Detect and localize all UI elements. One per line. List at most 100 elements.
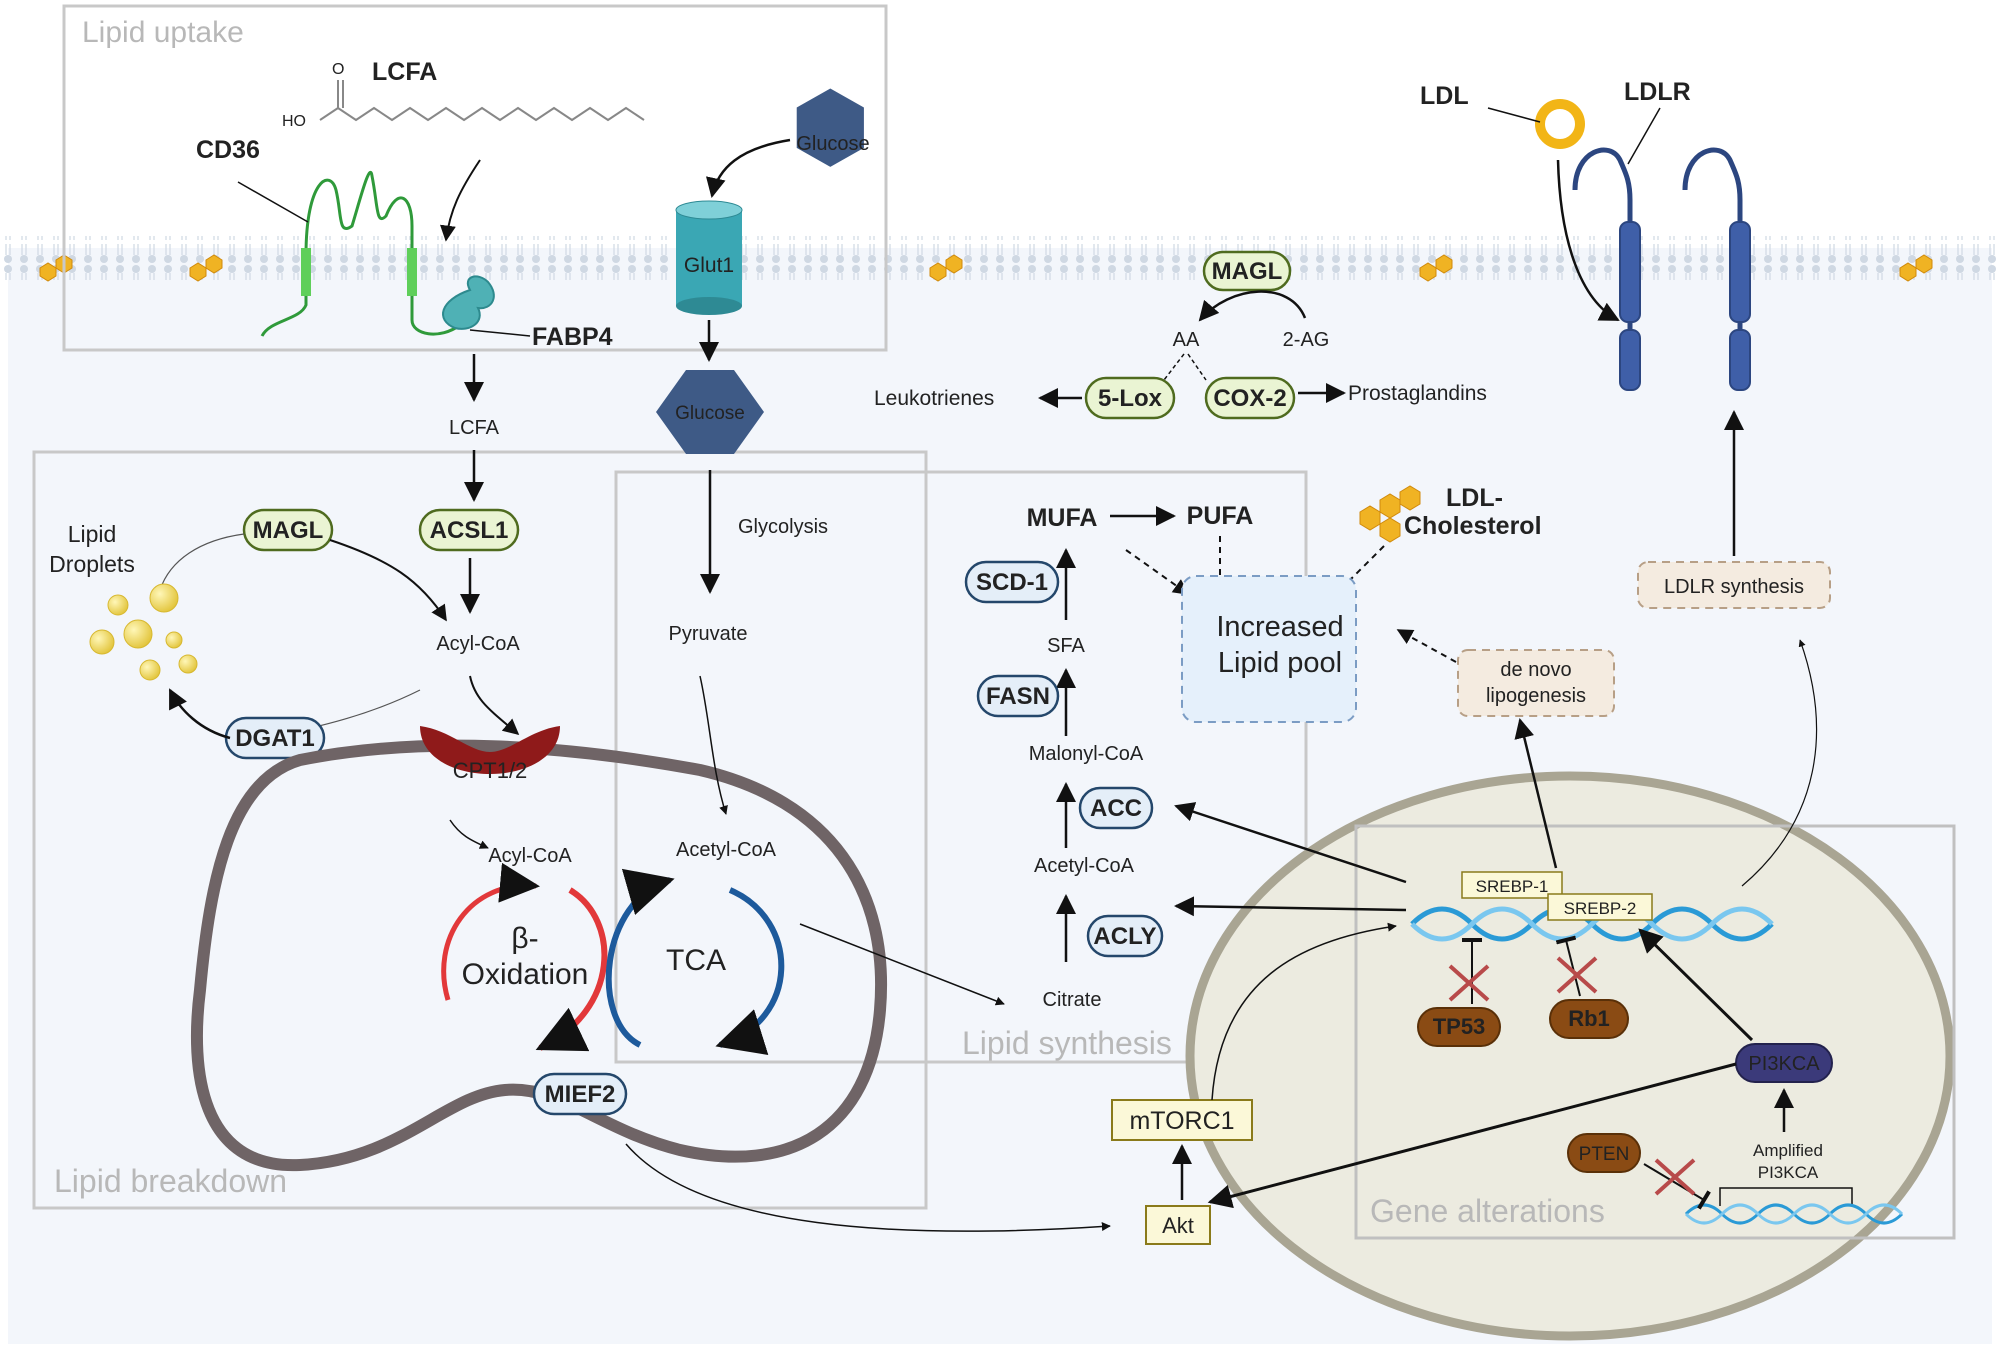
dgat1-to-droplets-arrow: [168, 688, 231, 740]
denovo-to-pool-dash: [1396, 629, 1457, 663]
region-lipid-breakdown: [32, 450, 928, 1210]
cpt12-label: CPT1/2: [453, 758, 528, 783]
cox2-label: COX-2: [1213, 385, 1286, 412]
region-lipid-synthesis: [614, 470, 1308, 1064]
de-novo-lipogenesis-box: [1457, 649, 1615, 717]
ldlr-synthesis-label: LDLR synthesis: [1664, 576, 1804, 598]
lcfa-molecule-icon: [319, 80, 645, 122]
2ag-label: 2-AG: [1283, 329, 1330, 351]
cd36-pointer: [237, 181, 309, 223]
acylcoa-into-cpt-arrow: [469, 675, 520, 736]
ldl-uptake-arrow: [1556, 159, 1620, 322]
akt-label: Akt: [1162, 1213, 1194, 1238]
pi3kca-gene-bracket: [1719, 1187, 1853, 1206]
srebp2-factor: [1547, 893, 1653, 921]
mufa-label: MUFA: [1027, 504, 1098, 532]
ldl-cholesterol-icon: [1359, 485, 1421, 543]
lcfa-entry-arrow: [439, 159, 481, 242]
rb1-gene: [1549, 999, 1629, 1039]
ldl-label: LDL: [1420, 82, 1469, 110]
region-label-genes: Gene alterations: [1370, 1193, 1605, 1229]
scd1-label: SCD-1: [976, 569, 1048, 596]
pyruvate-label: Pyruvate: [669, 623, 748, 645]
magl-breakdown-label: MAGL: [253, 517, 324, 544]
acly-label: ACLY: [1093, 923, 1156, 950]
glut1-top: [675, 200, 743, 220]
de-novo-label-2: lipogenesis: [1486, 685, 1586, 707]
amplified-label-2: PI3KCA: [1758, 1163, 1819, 1182]
akt-kinase: [1145, 1205, 1211, 1245]
cd36-label: CD36: [196, 136, 260, 164]
tca-arrow-2: [715, 887, 785, 1055]
aa-to-5lox-dash: [1163, 353, 1185, 381]
molecule-o-label: O: [332, 61, 344, 78]
srebp-to-denovo-arrow: [1514, 718, 1558, 869]
rb1-label: Rb1: [1568, 1006, 1610, 1031]
glucose-outside-label: Glucose: [796, 133, 869, 155]
magl-eicosanoid-enzyme: [1202, 250, 1292, 292]
rb1-inhibition: [1555, 935, 1581, 997]
acc-enzyme: [1078, 786, 1154, 830]
scd1-enzyme: [964, 560, 1060, 604]
tp53-label: TP53: [1433, 1014, 1486, 1039]
citrate-label: Citrate: [1043, 989, 1102, 1011]
region-label-uptake: Lipid uptake: [82, 16, 244, 49]
pi3kca-to-akt-arrow: [1207, 1062, 1737, 1209]
mief2-label: MIEF2: [545, 1081, 616, 1108]
beta-oxidation-label-1: β-: [511, 922, 538, 955]
molecule-ho-label: HO: [282, 113, 306, 130]
ldlr-receptor-1: [1572, 147, 1641, 391]
ldlr-label: LDLR: [1624, 78, 1691, 106]
pten-gene: [1567, 1133, 1641, 1173]
lipid-droplets-icon: [89, 583, 198, 681]
pyruvate-to-acetyl-arrow: [699, 675, 728, 815]
ldl-pointer: [1487, 107, 1541, 123]
magl-eicosanoid-label: MAGL: [1212, 258, 1283, 285]
beta-oxidation-arrow-2: [535, 887, 608, 1052]
5lox-enzyme: [1084, 376, 1176, 420]
region-label-synthesis: Lipid synthesis: [962, 1025, 1172, 1061]
fabp4-label: FABP4: [532, 323, 613, 351]
cell-membrane: [0, 236, 2000, 280]
srebp1-factor: [1461, 871, 1563, 899]
glut1-label: Glut1: [684, 254, 734, 277]
pten-inactivation-x-icon: [1654, 1158, 1696, 1196]
glut1-bottom: [676, 297, 742, 315]
region-gene-alterations: [1354, 824, 1956, 1240]
acsl1-enzyme: [418, 508, 520, 552]
ldl-cholesterol-label-2: Cholesterol: [1404, 512, 1542, 540]
pi3kca-to-srebp2-arrow: [1638, 928, 1754, 1042]
fasn-label: FASN: [986, 683, 1050, 710]
pi3kca-protein: [1735, 1043, 1833, 1083]
acyl-coa-label: Acyl-CoA: [436, 633, 520, 655]
membrane-cholesterol: [39, 254, 1933, 282]
glucose-inside-label: Glucose: [675, 403, 745, 424]
fabp4-protein-icon: [442, 275, 495, 330]
beta-oxidation-label-2: Oxidation: [462, 958, 589, 991]
acyl-coa-mito-label: Acyl-CoA: [488, 845, 572, 867]
pten-label: PTEN: [1579, 1144, 1630, 1165]
ldlr-pointer: [1627, 107, 1661, 165]
mufa-to-pool-dash: [1125, 549, 1190, 595]
tca-arrow-1: [605, 868, 675, 1048]
srebp-to-acly-arrow: [1174, 896, 1407, 917]
srebp2-label: SREBP-2: [1564, 899, 1637, 918]
mtorc1-label: mTORC1: [1129, 1107, 1234, 1135]
glut1-transporter: [676, 210, 742, 306]
acetyl-coa-mito-label: Acetyl-CoA: [676, 839, 777, 861]
nucleus: [1185, 771, 1955, 1341]
dna-helix-icon: [1410, 906, 1774, 942]
lipid-droplets-label-2: Droplets: [49, 551, 135, 577]
malonyl-coa-label: Malonyl-CoA: [1029, 743, 1144, 765]
lipid-pool-label-1: Increased: [1216, 611, 1343, 643]
de-novo-label-1: de novo: [1500, 659, 1571, 681]
mitochondrion: [190, 739, 887, 1172]
beta-oxidation-arrow-1: [441, 862, 540, 1001]
ldl-cholesterol-label-1: LDL-: [1446, 484, 1503, 512]
2ag-to-aa-arrow: [1198, 290, 1307, 322]
glucose-outside-icon: [796, 88, 864, 167]
srebp-to-acc-arrow: [1174, 802, 1407, 884]
leukotrienes-label: Leukotrienes: [874, 387, 994, 410]
